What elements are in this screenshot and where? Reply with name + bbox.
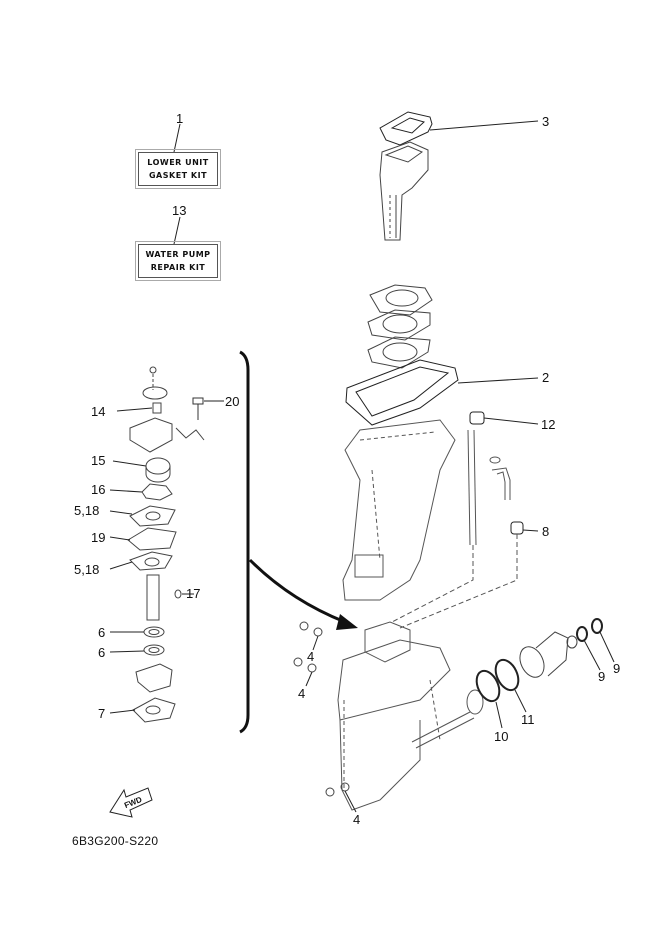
part-9-seals	[576, 618, 603, 642]
gearcase	[337, 621, 484, 811]
leader-5a	[109, 510, 133, 515]
callout-19: 19	[91, 530, 106, 545]
fwd-arrow-icon	[109, 787, 153, 818]
leader-9a	[583, 639, 601, 671]
callout-4a: 4	[307, 649, 315, 664]
callout-20: 20	[225, 394, 240, 409]
leader-5b	[109, 561, 133, 570]
callout-15: 15	[91, 453, 106, 468]
water-tube	[467, 429, 477, 546]
leader-12	[483, 417, 539, 425]
callout-12: 12	[541, 417, 556, 432]
callout-13: 13	[172, 203, 187, 218]
kit-label-line2: GASKET KIT	[148, 171, 208, 180]
arrow-head	[336, 614, 358, 630]
callout-2: 2	[542, 370, 550, 385]
callout-10: 10	[494, 729, 509, 744]
leader-9b	[599, 631, 615, 663]
callout-9b: 9	[613, 661, 621, 676]
leader-2	[457, 377, 539, 384]
callout-16: 16	[91, 482, 106, 497]
leader-1	[173, 123, 181, 153]
leader-3	[429, 120, 539, 131]
dash-connector	[399, 534, 518, 629]
callout-5-18a: 5,18	[74, 503, 100, 518]
upper-casing	[379, 141, 429, 241]
callout-8: 8	[542, 524, 550, 539]
leader-4b	[305, 671, 313, 687]
leader-7	[109, 709, 136, 714]
kit-label-line2: REPAIR KIT	[150, 263, 206, 272]
callout-6a: 6	[98, 625, 106, 640]
leader-16	[109, 489, 143, 493]
water-pump-exploded	[127, 366, 205, 723]
callout-11: 11	[521, 712, 535, 727]
callout-3: 3	[542, 114, 550, 129]
bracket	[239, 350, 250, 734]
leader-14	[116, 407, 153, 412]
dash-connector	[391, 545, 474, 623]
diagram-code: 6B3G200-S220	[72, 834, 159, 848]
callout-9a: 9	[598, 669, 606, 684]
leader-10	[495, 701, 503, 729]
driveshaft-housing	[342, 419, 456, 601]
arrow-curve	[248, 558, 346, 624]
callout-4b: 4	[298, 686, 306, 701]
part-8-grommet	[510, 521, 524, 535]
hose-assembly	[489, 456, 511, 500]
o-rings	[475, 658, 520, 703]
part-4-bolts	[293, 621, 350, 797]
callout-5-18b: 5,18	[74, 562, 100, 577]
mid-gaskets	[367, 284, 433, 369]
callout-1: 1	[176, 111, 184, 126]
kit-lower-unit-gasket: LOWER UNIT GASKET KIT	[135, 149, 221, 189]
kit-water-pump-repair: WATER PUMP REPAIR KIT	[135, 241, 221, 281]
leader-4c	[344, 790, 357, 813]
callout-6b: 6	[98, 645, 106, 660]
leader-8	[522, 529, 539, 532]
part-2-gasket	[345, 359, 459, 426]
leader-6b	[109, 650, 145, 653]
callout-7: 7	[98, 706, 106, 721]
leader-4a	[312, 635, 319, 651]
callout-17: 17	[186, 586, 201, 601]
kit-label-line1: WATER PUMP	[145, 250, 211, 259]
part-12-grommet	[469, 411, 485, 425]
leader-11	[514, 689, 527, 713]
part-20-bolt	[192, 397, 204, 420]
bearing-housing	[519, 631, 578, 678]
callout-14: 14	[91, 404, 106, 419]
part-3-gasket	[379, 111, 433, 146]
callout-4c: 4	[353, 812, 361, 827]
kit-label-line1: LOWER UNIT	[147, 158, 209, 167]
leader-19	[109, 536, 131, 541]
leader-13	[173, 216, 181, 245]
leader-15	[112, 460, 147, 467]
